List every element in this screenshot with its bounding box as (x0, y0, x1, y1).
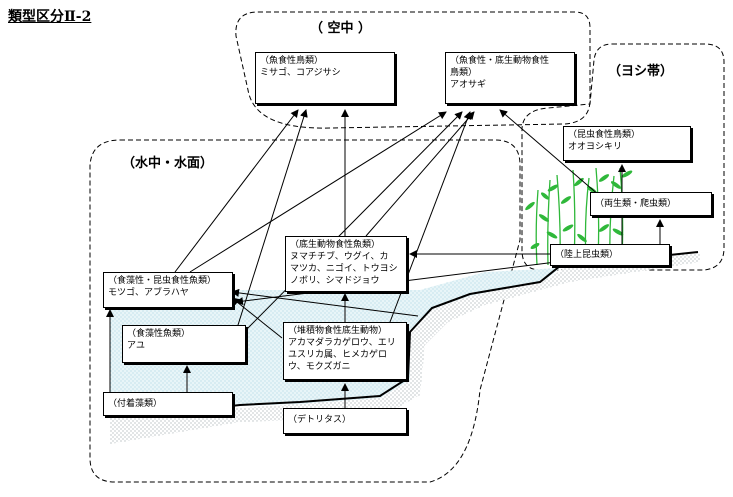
benthos-fish-species-2: マツカ、ニゴイ、トウヨシ (290, 264, 398, 274)
fish-benthos-birds-label-2: 鳥類） (450, 68, 478, 78)
reed-zone-label: （ヨシ帯） (608, 64, 674, 79)
reed-plants (525, 167, 633, 266)
fish-benthos-birds-label: （魚食性・底生動物食性 (450, 56, 550, 66)
algae-fish-species: アユ (127, 341, 146, 351)
benthos-fish-species-1: ヌマチチブ、ウグイ、カ (290, 252, 389, 262)
piscivore-birds-label: （魚食性鳥類） (260, 56, 324, 66)
amphibians-label: （両生類・爬虫類） (595, 199, 677, 209)
reed-zone-boundary (521, 43, 725, 271)
land-insects-label: （陸上昆虫類） (555, 250, 619, 260)
fish-benthos-birds-species: アオサギ (450, 80, 487, 90)
detritivores-label: （堆積物食性底生動物） (288, 326, 388, 336)
page-title: 類型区分Ⅱ-2 (8, 9, 92, 25)
piscivore-birds-box: （魚食性鳥類） ミサゴ、コアジサシ (255, 52, 395, 104)
detritivores-species-1: アカマダラカゲロウ、エリ (288, 338, 396, 348)
benthos-fish-box: （底生動物食性魚類） ヌマチチブ、ウグイ、カ マツカ、ニゴイ、トウヨシ ノボリ、… (285, 236, 407, 292)
water-zone-label: （水中・水面） (122, 156, 214, 171)
algae-fish-box: （食藻性魚類） アユ (122, 325, 246, 363)
periphyton-box: （付着藻類） (103, 392, 233, 416)
amphibians-box: （両生類・爬虫類） (590, 192, 712, 216)
piscivore-birds-species: ミサゴ、コアジサシ (260, 68, 341, 78)
algae-insect-fish-label: （食藻性・昆虫食性魚類） (108, 276, 217, 286)
benthos-fish-label: （底生動物食性魚類） (290, 240, 381, 250)
ground (110, 252, 700, 444)
benthos-fish-species-3: ノボリ、シマドジョウ (290, 276, 380, 286)
detritivores-box: （堆積物食性底生動物） アカマダラカゲロウ、エリ ユスリカ属、ヒメカゲロ ウ、モ… (283, 322, 407, 380)
detritivores-species-3: ウ、モクズガニ (288, 362, 351, 372)
fish-benthos-birds-box: （魚食性・底生動物食性 鳥類） アオサギ (445, 52, 575, 104)
algae-insect-fish-box: （食藻性・昆虫食性魚類） モツゴ、アブラハヤ (103, 272, 233, 308)
insectivore-birds-box: （昆虫食性鳥類） オオヨシキリ (563, 126, 691, 161)
water-zone-boundary (89, 139, 521, 483)
algae-insect-fish-species: モツゴ、アブラハヤ (108, 288, 189, 298)
detritus-box: （デトリタス） (283, 408, 407, 434)
insectivore-birds-species: オオヨシキリ (568, 142, 623, 152)
periphyton-label: （付着藻類） (108, 399, 163, 409)
insectivore-birds-label: （昆虫食性鳥類） (568, 130, 641, 140)
detritivores-species-2: ユスリカ属、ヒメカゲロ (288, 350, 388, 360)
air-zone-label: （ 空中 ） (310, 21, 372, 36)
land-insects-box: （陸上昆虫類） (550, 244, 670, 266)
algae-fish-label: （食藻性魚類） (127, 329, 191, 339)
detritus-label: （デトリタス） (288, 415, 352, 425)
food-web-arrows (106, 109, 664, 408)
